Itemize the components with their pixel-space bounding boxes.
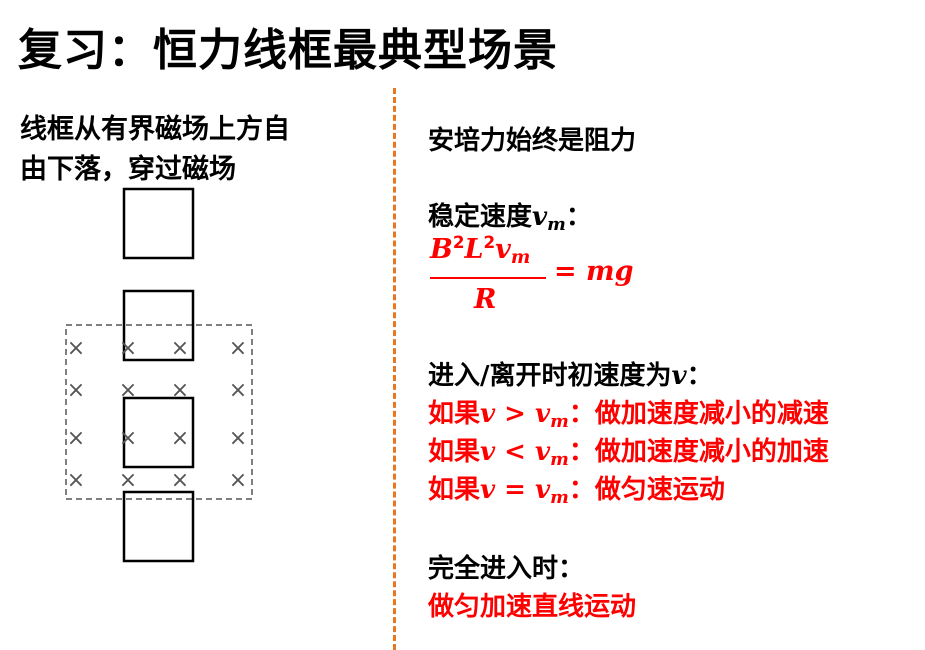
field-mark: × [67,426,85,451]
statement-ampere-force: 安培力始终是阻力 [428,126,637,156]
slide-title: 复习：恒力线框最典型场景 [18,25,558,76]
fully-inside-motion: 做匀加速直线运动 [428,592,637,622]
speed-symbol: v [532,202,548,232]
section-divider [393,88,396,650]
case-equal: 如果v = vm：做匀速运动 [428,475,725,508]
scenario-description: 线框从有界磁场上方自 由下落，穿过磁场 [20,110,290,190]
field-mark: × [67,378,85,403]
magnetic-field-region [65,324,253,500]
scenario-line-1: 线框从有界磁场上方自 [20,114,290,145]
field-mark: × [229,336,247,361]
speed-subscript: m [547,213,566,235]
colon: ： [565,202,592,232]
field-mark: × [119,378,137,403]
equation-numerator: B2L2vm [430,232,531,269]
field-mark: × [67,336,85,361]
field-mark: × [171,426,189,451]
field-mark: × [171,378,189,403]
field-mark: × [171,468,189,493]
scenario-line-2: 由下落，穿过磁场 [20,154,236,185]
frame-position-1 [122,187,195,260]
frame-position-4 [122,490,195,563]
case-less: 如果v < vm：做加速度减小的加速 [428,437,829,470]
field-mark: × [67,468,85,493]
field-mark: × [229,468,247,493]
case-greater: 如果v > vm：做加速度减小的减速 [428,399,829,432]
field-mark: × [119,336,137,361]
frame-position-3 [122,396,195,469]
statement-initial-speed: 进入/离开时初速度为v： [428,361,713,391]
fraction-bar [430,277,546,279]
stable-speed-label: 稳定速度 [428,202,533,232]
field-mark: × [229,378,247,403]
equation-rhs: = mg [554,256,634,287]
statement-stable-speed: 稳定速度vm： [428,196,592,235]
field-mark-group: × × × × × × × × × × × × × × × × [67,336,247,493]
field-mark: × [171,336,189,361]
falling-frame-diagram: × × × × × × × × × × × × × × × × [65,187,253,563]
frame-position-2 [122,289,195,362]
equation-denominator: R [474,284,497,315]
field-mark: × [119,468,137,493]
field-mark: × [119,426,137,451]
statement-fully-inside: 完全进入时： [428,554,585,584]
field-mark: × [229,426,247,451]
